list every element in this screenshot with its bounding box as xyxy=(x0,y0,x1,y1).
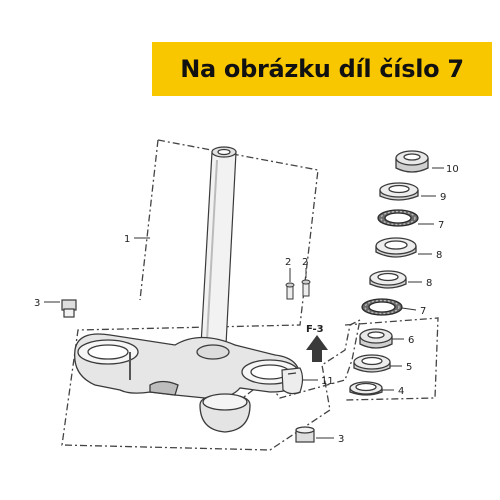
screw-left xyxy=(285,282,295,300)
callout-8-upper: 8 xyxy=(436,250,442,261)
reference-label: F-3 xyxy=(306,324,324,335)
callout-3-lower: 3 xyxy=(338,434,344,445)
callout-5: 5 xyxy=(406,362,412,373)
part-4-seal xyxy=(349,381,383,396)
title-banner: Na obrázku díl číslo 7 xyxy=(152,42,492,96)
callout-2-left: 2 xyxy=(285,257,291,268)
part-7-ball-bearing-lower xyxy=(361,298,403,316)
steering-stem xyxy=(200,146,237,346)
screw-right xyxy=(301,279,311,297)
cable-guide xyxy=(281,367,304,395)
bracket-dome xyxy=(199,393,251,433)
callout-11: 11 xyxy=(321,376,334,387)
part-8-race-lower xyxy=(369,270,407,289)
part-6-cone xyxy=(359,328,393,349)
callout-1: 1 xyxy=(124,234,130,245)
reference-arrow xyxy=(306,335,328,362)
part-9-washer xyxy=(379,182,419,201)
part-8-race-upper xyxy=(375,237,417,258)
bolt-lower xyxy=(295,426,315,443)
callout-8-lower: 8 xyxy=(426,278,432,289)
callout-3-upper: 3 xyxy=(34,298,40,309)
callout-9: 9 xyxy=(440,192,446,203)
leader-lines xyxy=(44,167,444,439)
callout-6: 6 xyxy=(408,335,414,346)
callout-7-upper: 7 xyxy=(438,220,444,231)
lower-bracket xyxy=(74,333,301,399)
part-10-locknut xyxy=(395,150,429,173)
callout-2-right: 2 xyxy=(302,257,308,268)
callout-10: 10 xyxy=(446,164,459,175)
assembly-outline xyxy=(61,139,439,451)
bolt-upper xyxy=(61,299,77,318)
callout-4: 4 xyxy=(398,386,404,397)
banner-text: Na obrázku díl číslo 7 xyxy=(180,55,464,83)
callout-7-lower: 7 xyxy=(420,306,426,317)
part-5-race xyxy=(353,354,391,373)
part-7-ball-bearing-upper xyxy=(377,209,419,227)
